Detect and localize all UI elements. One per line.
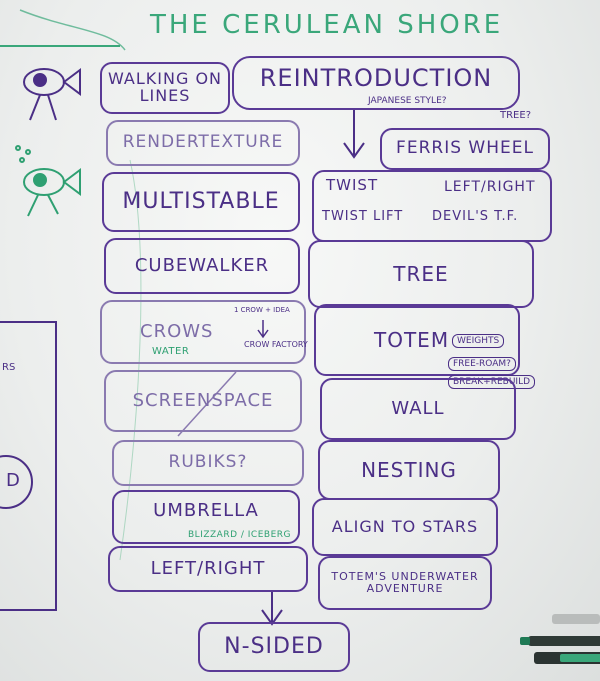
multistable-card: MULTISTABLE: [102, 172, 300, 232]
japanese-style-note: JAPANESE STYLE?: [368, 96, 447, 106]
umbrella-note: BLIZZARD / ICEBERG: [188, 530, 291, 540]
umbrella-label: UMBRELLA: [153, 502, 259, 521]
down-arrow-right: [344, 110, 364, 157]
twist-card: TWIST LEFT/RIGHT TWIST LIFT DEVIL'S T.F.: [312, 170, 552, 242]
left-right-item: LEFT/RIGHT: [444, 180, 536, 195]
screenspace-card: SCREENSPACE: [104, 370, 302, 432]
align-to-stars-card: ALIGN TO STARS: [312, 498, 498, 556]
tree-question-note: TREE?: [500, 110, 531, 121]
wall-card: WALL: [320, 378, 516, 440]
totems-underwater-card: TOTEM'S UNDERWATER ADVENTURE: [318, 556, 492, 610]
marker-pens: [520, 614, 600, 664]
cubewalker-card: CUBEWALKER: [104, 238, 300, 294]
totem-label: TOTEM: [374, 330, 449, 351]
rendertexture-card: RENDERTEXTURE: [106, 120, 300, 166]
green-fish-doodle-icon: [16, 146, 80, 216]
walking-on-lines-card: WALKING ON LINES: [100, 62, 230, 114]
nesting-card: NESTING: [318, 440, 500, 500]
down-arrow-bottom: [262, 592, 282, 624]
rubiks-card: RUBIKS?: [112, 440, 304, 486]
weights-tag: WEIGHTS: [452, 334, 504, 348]
crow-factory-note: CROW FACTORY: [244, 340, 308, 349]
fish-doodle-icon: [24, 69, 80, 120]
board-title: THE CERULEAN SHORE: [150, 10, 503, 40]
left-right-card: LEFT/RIGHT: [108, 546, 308, 592]
twist-lift-item: TWIST LIFT: [322, 210, 403, 224]
ferris-wheel-card: FERRIS WHEEL: [380, 128, 550, 170]
edge-text-rs: RS: [2, 362, 15, 373]
twist-item: TWIST: [326, 178, 378, 194]
free-roam-tag: FREE-ROAM?: [448, 357, 516, 371]
tree-card: TREE: [308, 240, 534, 308]
reintroduction-label: REINTRODUCTION: [260, 66, 492, 91]
devils-tf-item: DEVIL'S T.F.: [432, 210, 518, 224]
crows-idea-note: 1 CROW + IDEA: [234, 306, 290, 314]
edge-text-d: D: [6, 470, 20, 491]
crows-label: CROWS: [140, 323, 213, 342]
crows-water-note: WATER: [152, 346, 189, 357]
green-curve: [20, 10, 125, 50]
n-sided-card: N-SIDED: [198, 622, 350, 672]
